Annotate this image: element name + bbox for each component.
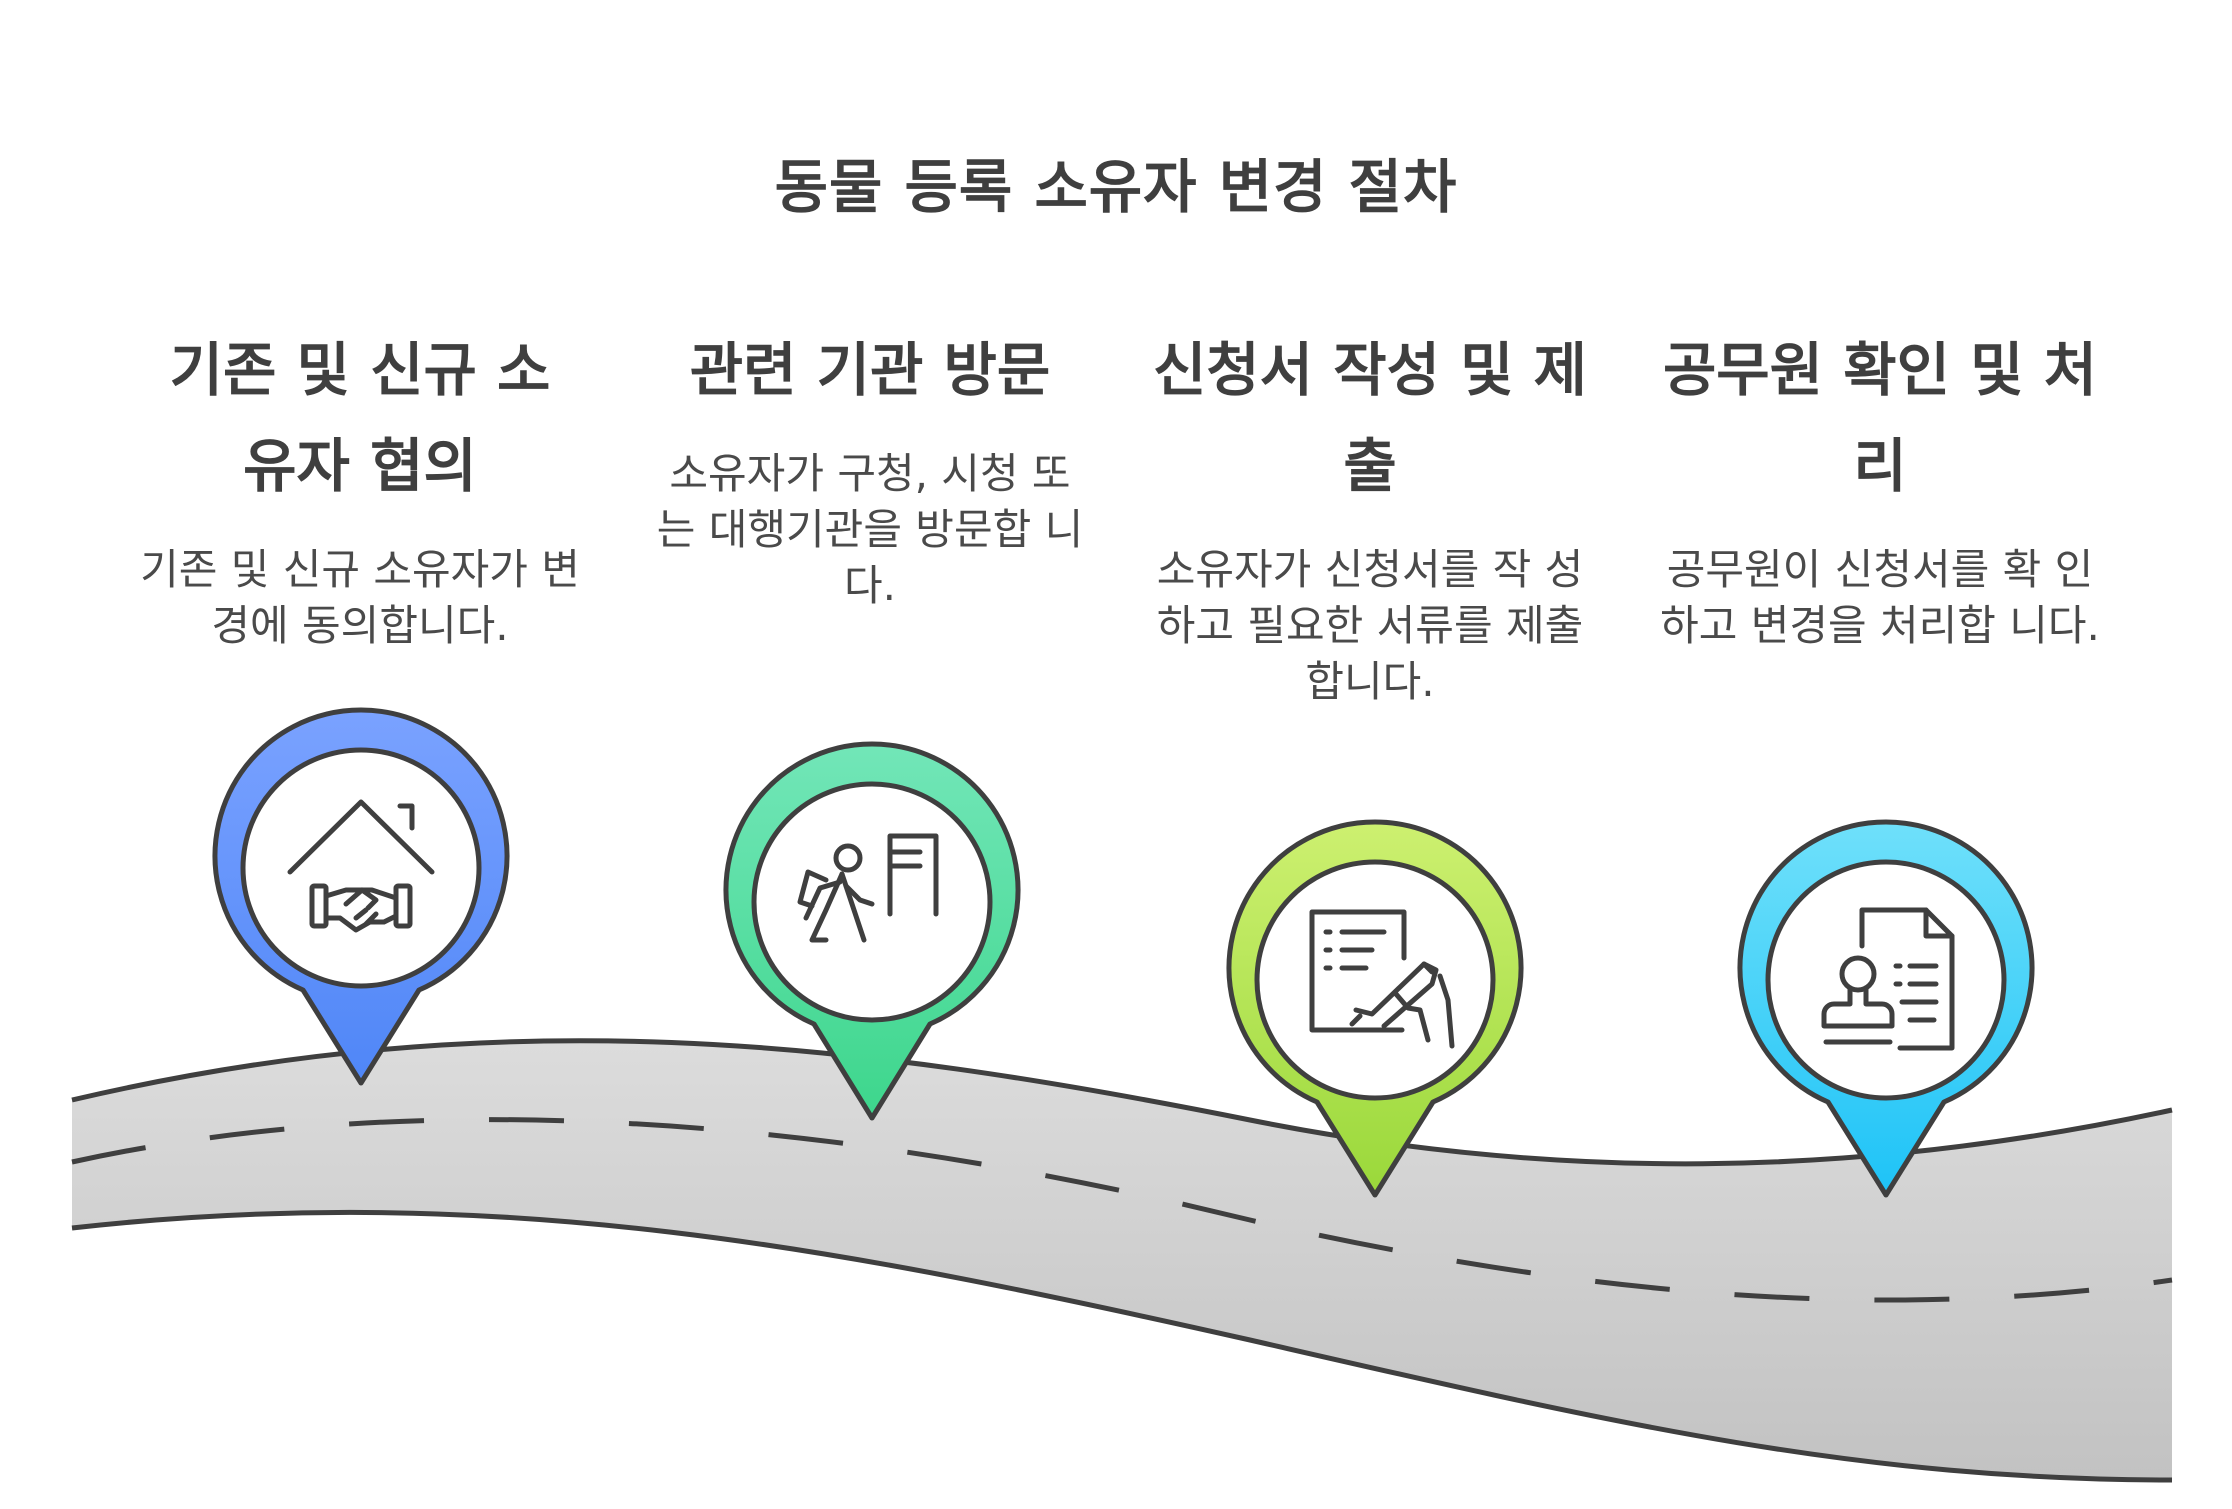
road-center-line [71,1117,2173,1303]
pin-step-1 [212,707,510,1086]
step-3-title: 신청서 작성 및 제출 [1152,336,1588,500]
pin-step-4 [1737,819,2035,1198]
pin-inner-circle-1 [240,747,482,989]
diagram-title: 동물 등록 소유자 변경 절차 [774,153,1458,221]
pin-inner-circle-4 [1765,859,2007,1101]
step-2: 관련 기관 방문 소유자가 구청, 시청 또 는 대행기관을 방문합 니다. [650,322,1090,614]
step-4-description: 공무원이 신청서를 확 인하고 변경을 처리합 니다. [1660,545,2100,650]
road [71,1038,2173,1483]
road-edge-top [71,1038,2173,1167]
step-3-description: 소유자가 신청서를 작 성하고 필요한 서류를 제출합니다. [1156,545,1584,706]
step-1-description: 기존 및 신규 소유자가 변경에 동의합니다. [140,545,580,650]
pin-step-2 [723,741,1021,1121]
step-2-title: 관련 기관 방문 [689,336,1051,404]
step-2-description: 소유자가 구청, 시청 또 는 대행기관을 방문합 니다. [656,449,1084,610]
stamp-document-icon [1821,907,1955,1051]
road-surface [72,1040,2172,1480]
step-4: 공무원 확인 및 처리 공무원이 신청서를 확 인하고 변경을 처리합 니다. [1660,322,2100,654]
handshake-house-icon [287,799,435,933]
pin-inner-circle-3 [1254,859,1496,1101]
step-1-title: 기존 및 신규 소 유자 협의 [169,336,551,500]
step-3: 신청서 작성 및 제출 소유자가 신청서를 작 성하고 필요한 서류를 제출합니… [1150,322,1590,710]
person-walking-to-sign-icon [797,833,939,943]
pin-step-3 [1226,819,1524,1198]
step-4-title: 공무원 확인 및 처리 [1662,336,2098,500]
step-1: 기존 및 신규 소 유자 협의 기존 및 신규 소유자가 변경에 동의합니다. [140,322,580,654]
road-edge-bottom [71,1209,2173,1483]
document-signing-icon [1309,909,1455,1049]
